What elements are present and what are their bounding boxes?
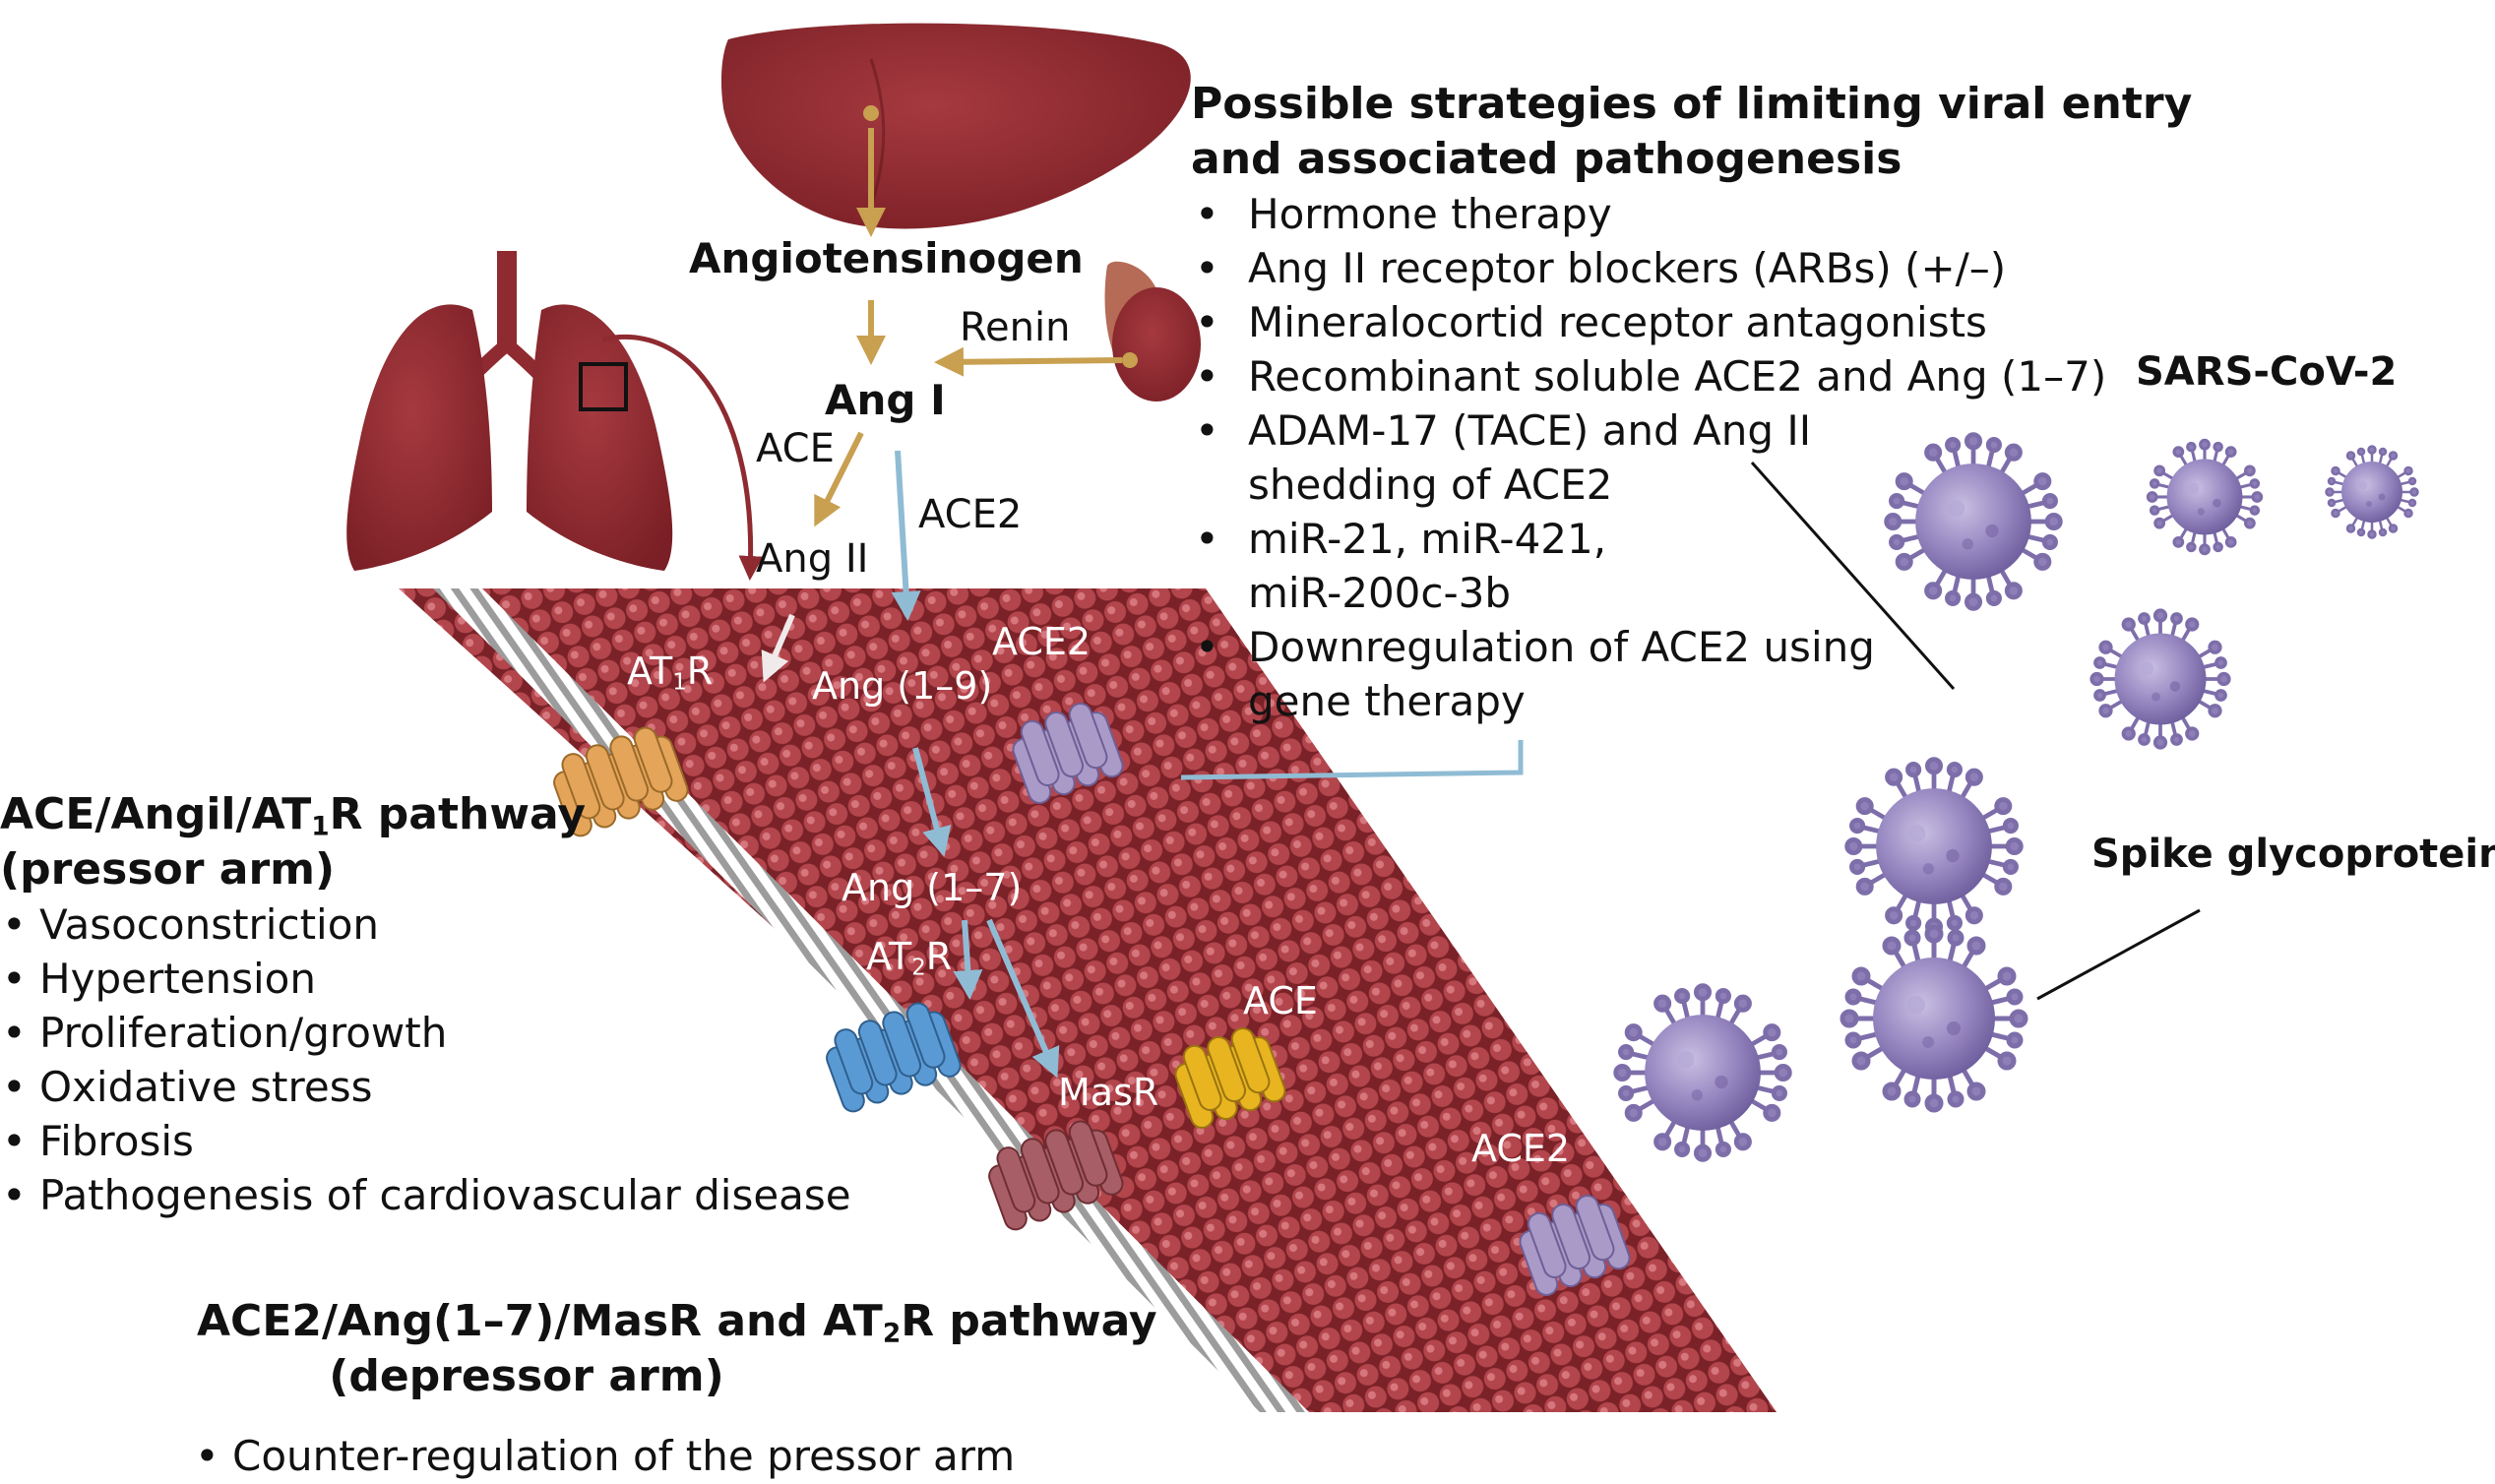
- ace2-label-upper: ACE2: [918, 492, 1023, 537]
- depressor-item: Counter-regulation of the pressor arm: [193, 1429, 1015, 1483]
- depressor-list: Counter-regulation of the pressor arm: [193, 1429, 1015, 1483]
- pressor-title-line1: ACE/Angil/AT1R pathway: [0, 789, 587, 842]
- virus-particle: [1842, 927, 2026, 1110]
- strategy-item: Ang II receptor blockers (ARBs) (+/–): [1191, 241, 2192, 295]
- pressor-arm-panel: ACE/Angil/AT1R pathway (pressor arm) Vas…: [0, 787, 851, 1222]
- ace2-membrane-top-label: ACE2: [992, 620, 1092, 663]
- ang-1-7-label: Ang (1–7): [842, 866, 1023, 909]
- strategy-item: miR-21, miR-421,miR-200c-3b: [1191, 512, 2192, 620]
- pressor-item: Oxidative stress: [0, 1060, 851, 1114]
- ang-1-9-label: Ang (1–9): [812, 664, 993, 708]
- pressor-item: Vasoconstriction: [0, 897, 851, 952]
- lungs-icon: [346, 251, 673, 571]
- strategy-item: Hormone therapy: [1191, 187, 2192, 241]
- ang-i-label: Ang I: [825, 376, 946, 424]
- depressor-arm-panel: ACE2/Ang(1–7)/MasR and AT2R pathway (dep…: [197, 1294, 1157, 1404]
- pressor-list: Vasoconstriction Hypertension Proliferat…: [0, 897, 851, 1222]
- pressor-item: Fibrosis: [0, 1114, 851, 1168]
- pressor-title-line2: (pressor arm): [0, 844, 336, 895]
- strategies-list: Hormone therapy Ang II receptor blockers…: [1191, 187, 2192, 728]
- at1r-label: AT1R: [627, 649, 714, 696]
- virus-particle: [1616, 986, 1790, 1160]
- ace-label-upper: ACE: [756, 426, 835, 471]
- strategy-item: Recombinant soluble ACE2 and Ang (1–7): [1191, 349, 2192, 403]
- depressor-title-line1: ACE2/Ang(1–7)/MasR and AT2R pathway: [197, 1296, 1157, 1349]
- strategies-panel: Possible strategies of limiting viral en…: [1191, 77, 2192, 728]
- spike-glycoproteins-label: Spike glycoproteins: [2091, 832, 2495, 877]
- strategy-item: Mineralocortid receptor antagonists: [1191, 295, 2192, 349]
- renin-label: Renin: [960, 305, 1071, 350]
- virus-particle: [2325, 445, 2419, 539]
- strategies-title-line1: Possible strategies of limiting viral en…: [1191, 79, 2193, 129]
- kidney-icon: [1104, 261, 1201, 402]
- pressor-item: Pathogenesis of cardiovascular disease: [0, 1168, 851, 1222]
- at2r-label: AT2R: [866, 935, 953, 981]
- pressor-item: Hypertension: [0, 952, 851, 1006]
- virus-particle: [1847, 760, 2022, 934]
- ang-ii-label: Ang II: [756, 536, 869, 582]
- depressor-title-line2: (depressor arm): [329, 1351, 724, 1401]
- ace2-membrane-bottom-label: ACE2: [1471, 1127, 1571, 1170]
- liver-icon: [720, 23, 1191, 229]
- angiotensinogen-label: Angiotensinogen: [689, 234, 1084, 282]
- pathway-arrows: [601, 128, 2201, 1079]
- masr-label: MasR: [1058, 1071, 1159, 1114]
- pressor-item: Proliferation/growth: [0, 1006, 851, 1060]
- strategies-title-line2: and associated pathogenesis: [1191, 134, 1902, 184]
- depressor-list-wrap: Counter-regulation of the pressor arm: [193, 1429, 1015, 1483]
- ace-membrane-label: ACE: [1243, 979, 1318, 1022]
